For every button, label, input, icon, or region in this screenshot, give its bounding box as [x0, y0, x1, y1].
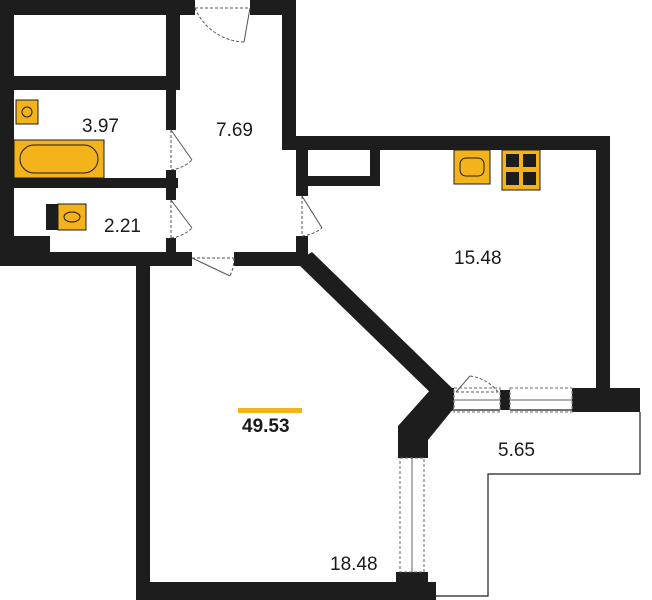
living-room-door — [191, 257, 235, 277]
kitchen-door — [301, 195, 323, 237]
total-area: 49.53 — [242, 416, 290, 437]
bathtub-icon — [13, 139, 105, 179]
bathroom-door — [170, 129, 193, 171]
balcony-outline — [428, 387, 641, 597]
washbasin-icon — [15, 99, 39, 125]
room-area-toilet: 2.21 — [104, 216, 141, 237]
room-area-balcony: 5.65 — [498, 440, 535, 461]
toilet-door — [170, 199, 193, 239]
kitchen-sink-icon — [453, 149, 491, 185]
room-area-kitchen: 15.48 — [454, 248, 502, 269]
entrance-door — [194, 7, 251, 43]
room-area-hall: 7.69 — [216, 120, 253, 141]
stove-icon — [501, 149, 541, 191]
room-area-living-room: 18.48 — [330, 554, 378, 575]
doors — [170, 7, 499, 393]
room-area-bathroom: 3.97 — [82, 116, 119, 137]
balcony-door — [455, 375, 499, 393]
total-area-accent-bar — [238, 408, 302, 413]
toilet-icon — [46, 203, 87, 231]
windows — [399, 399, 572, 573]
